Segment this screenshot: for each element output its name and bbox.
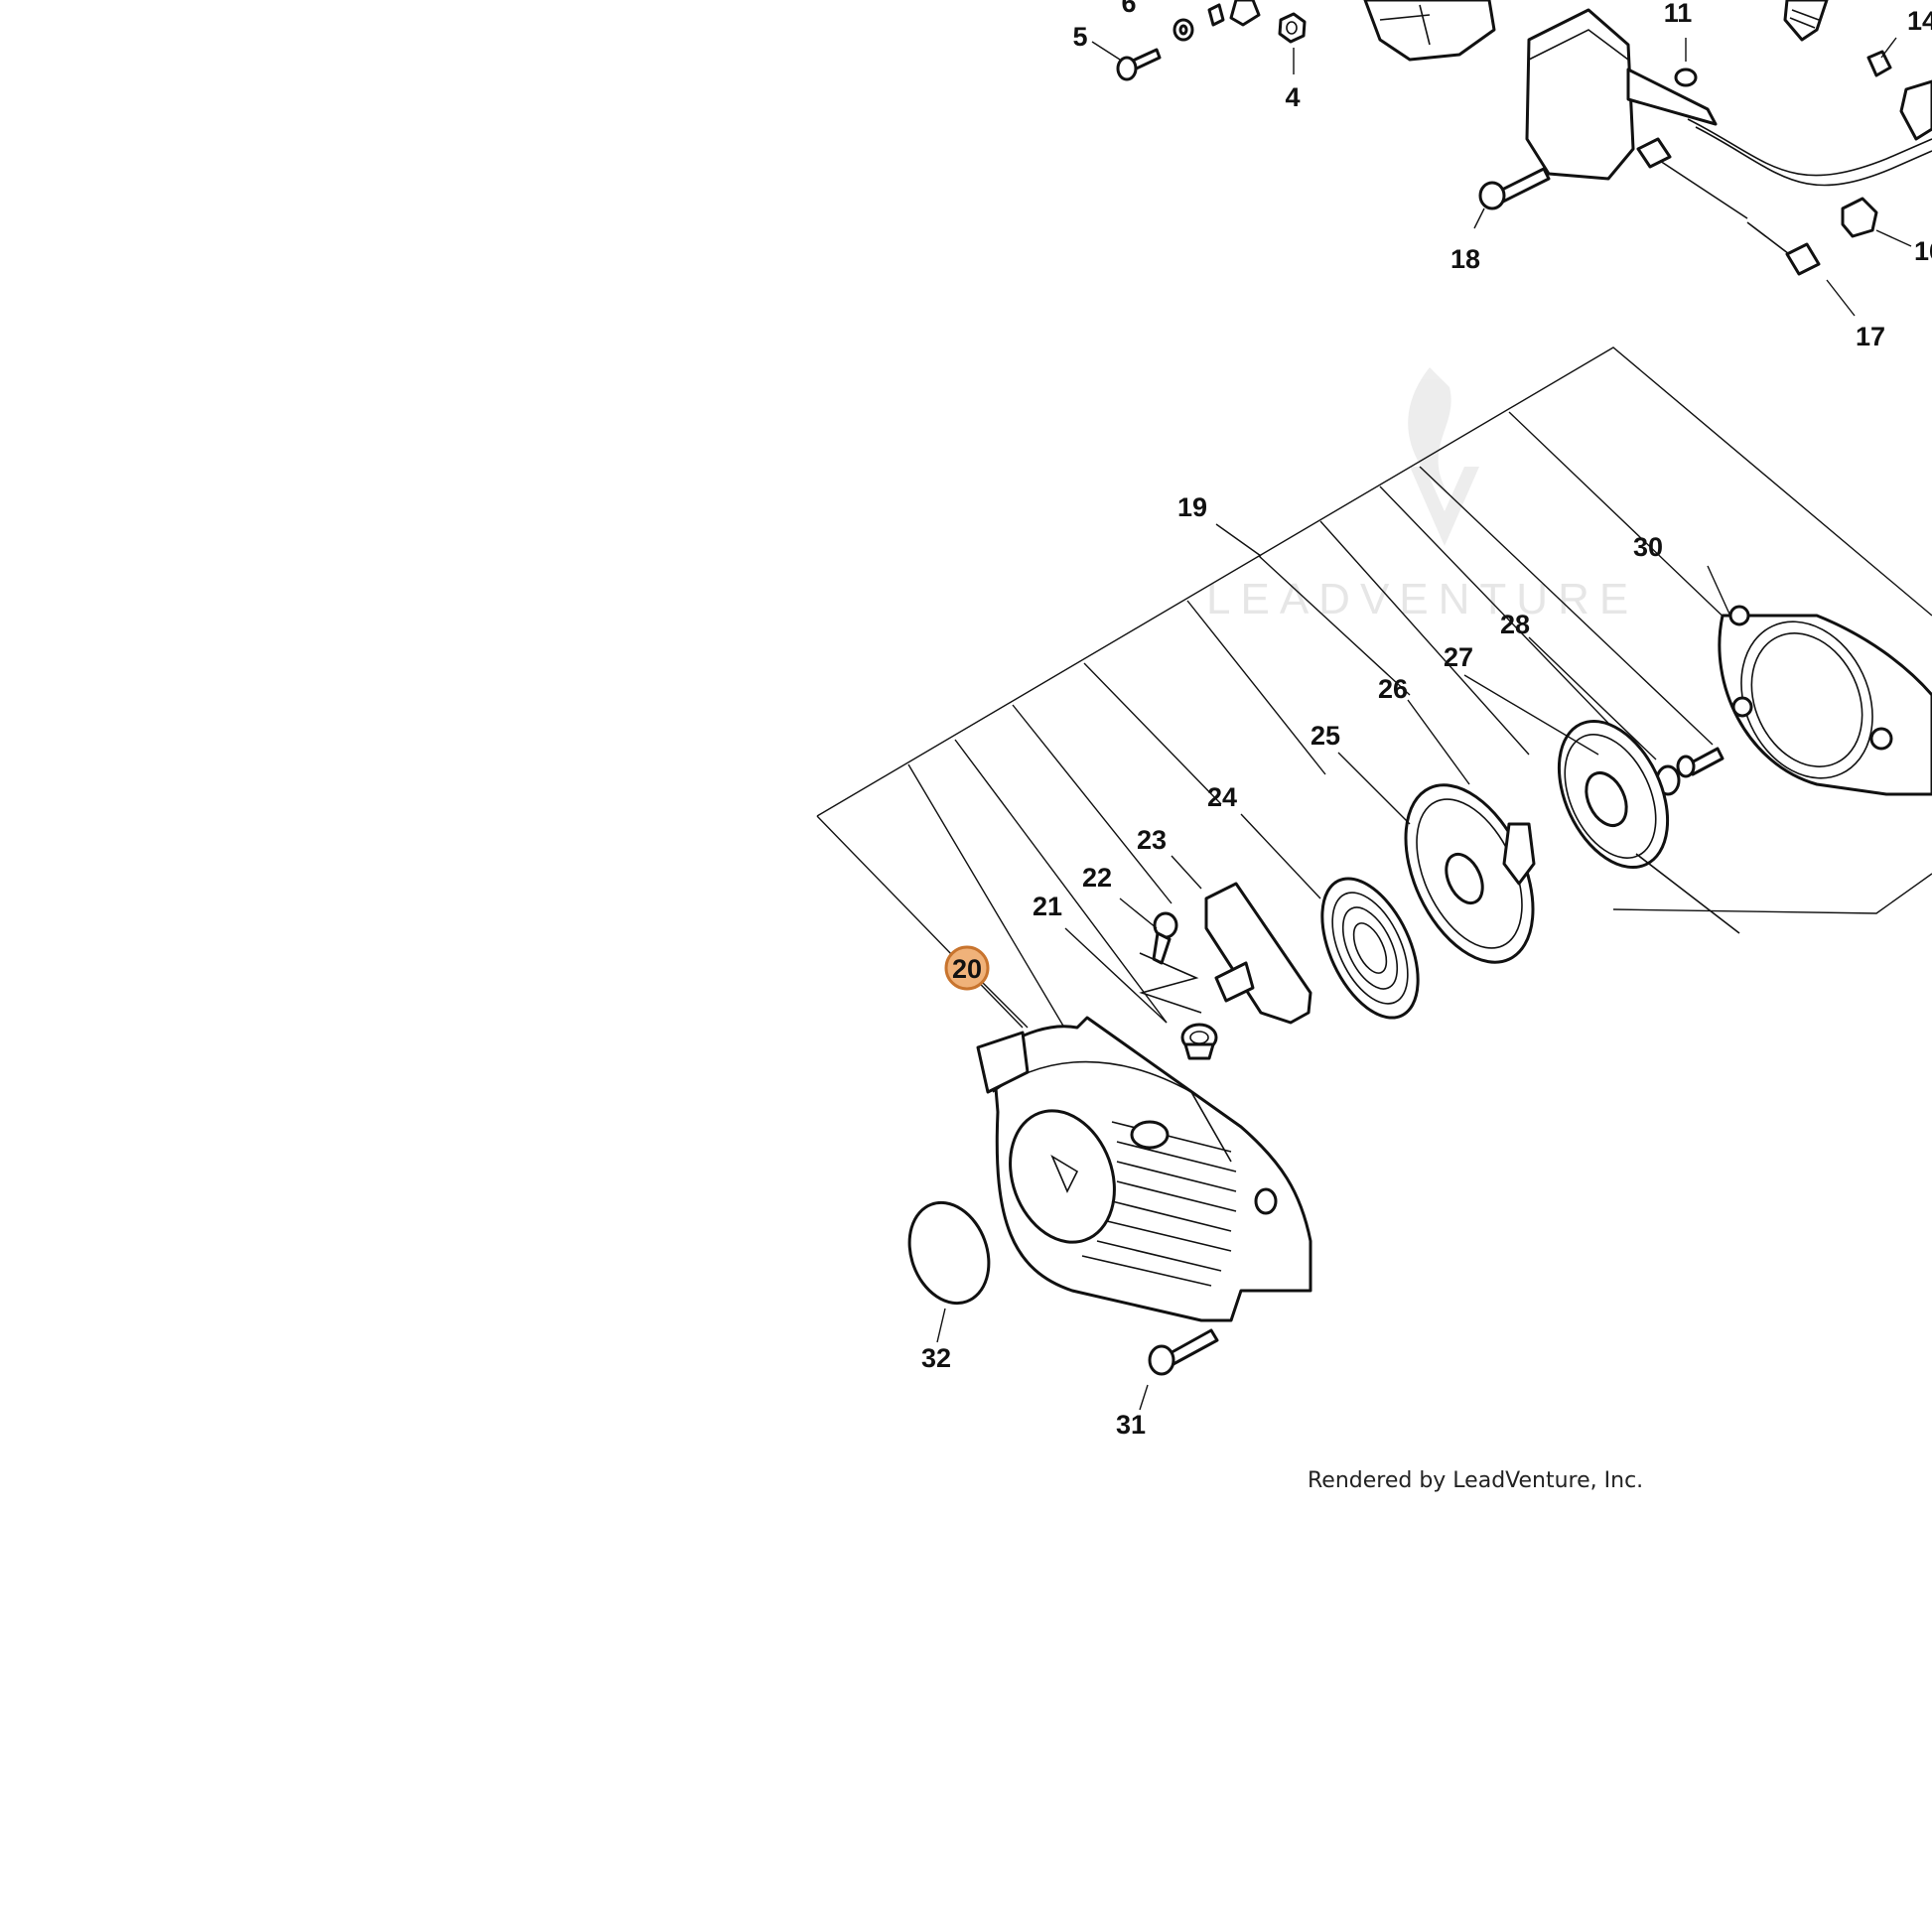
callout-21[interactable]: 21 bbox=[1033, 892, 1062, 921]
callout-19[interactable]: 19 bbox=[1177, 492, 1207, 522]
watermark-text: LEADVENTURE bbox=[1206, 575, 1638, 623]
washer-part-11 bbox=[1674, 68, 1698, 87]
ignition-assembly bbox=[1116, 0, 1932, 276]
callout-20[interactable]: 20 bbox=[952, 954, 982, 984]
pulley-part-27 bbox=[1557, 719, 1740, 934]
cap-part bbox=[1899, 79, 1932, 141]
callout-6[interactable]: 6 bbox=[1121, 0, 1136, 18]
callout-20-highlight[interactable]: 20 bbox=[944, 945, 990, 991]
callout-24[interactable]: 24 bbox=[1207, 782, 1237, 812]
callout-23[interactable]: 23 bbox=[1137, 825, 1167, 855]
callout-leaders bbox=[936, 37, 1912, 1411]
callout-4[interactable]: 4 bbox=[1285, 82, 1300, 112]
reel-housing-26 bbox=[1404, 783, 1536, 964]
callout-25[interactable]: 25 bbox=[1311, 721, 1340, 751]
screw-part-18 bbox=[1478, 167, 1551, 210]
callout-18[interactable]: 18 bbox=[1450, 244, 1480, 274]
flame-icon bbox=[1408, 367, 1451, 496]
grommet-part-21 bbox=[1180, 1023, 1218, 1060]
starter-cover-20 bbox=[976, 1016, 1312, 1322]
callout-22[interactable]: 22 bbox=[1082, 863, 1112, 893]
callout-14[interactable]: 14 bbox=[1907, 6, 1932, 36]
ignition-coil bbox=[1363, 0, 1496, 62]
module-box bbox=[1525, 8, 1718, 181]
clip-part bbox=[1207, 3, 1225, 27]
assembly-frame bbox=[816, 346, 1932, 1034]
boot-part-14 bbox=[1866, 50, 1892, 77]
gasket-plate-30 bbox=[1718, 605, 1932, 796]
screw-washer-28 bbox=[1655, 747, 1725, 796]
callout-5[interactable]: 5 bbox=[1072, 22, 1087, 52]
nut-part-4 bbox=[1278, 12, 1307, 44]
callout-32[interactable]: 32 bbox=[921, 1343, 951, 1373]
callout-27[interactable]: 27 bbox=[1444, 642, 1473, 672]
recoil-spring-25 bbox=[1320, 877, 1420, 1020]
rope bbox=[1139, 952, 1202, 1014]
decal-part-32 bbox=[907, 1200, 991, 1306]
highlight-badge[interactable] bbox=[944, 945, 990, 991]
bracket-part bbox=[1229, 0, 1261, 27]
callout-26[interactable]: 26 bbox=[1378, 674, 1408, 704]
terminal-wire-17 bbox=[1636, 137, 1821, 276]
screw-part-31 bbox=[1148, 1328, 1219, 1376]
screw-part-5 bbox=[1116, 48, 1162, 81]
render-credit: Rendered by LeadVenture, Inc. bbox=[1308, 1468, 1643, 1493]
nut-part-16 bbox=[1841, 197, 1878, 238]
spark-plug bbox=[1783, 0, 1829, 42]
callout-labels: 6 5 4 11 14 16 17 18 19 20 21 22 23 24 2… bbox=[921, 0, 1932, 1440]
callout-17[interactable]: 17 bbox=[1856, 322, 1885, 351]
screw-part-22 bbox=[1152, 911, 1178, 965]
watermark: LEADVENTURE bbox=[1206, 367, 1638, 623]
callout-28[interactable]: 28 bbox=[1500, 610, 1530, 639]
starter-handle-24 bbox=[1204, 882, 1312, 1025]
callout-11[interactable]: 11 bbox=[1664, 0, 1693, 28]
callout-16[interactable]: 16 bbox=[1914, 236, 1932, 266]
callout-30[interactable]: 30 bbox=[1633, 532, 1663, 562]
callout-31[interactable]: 31 bbox=[1116, 1410, 1146, 1440]
v-logo-icon bbox=[1410, 467, 1479, 546]
